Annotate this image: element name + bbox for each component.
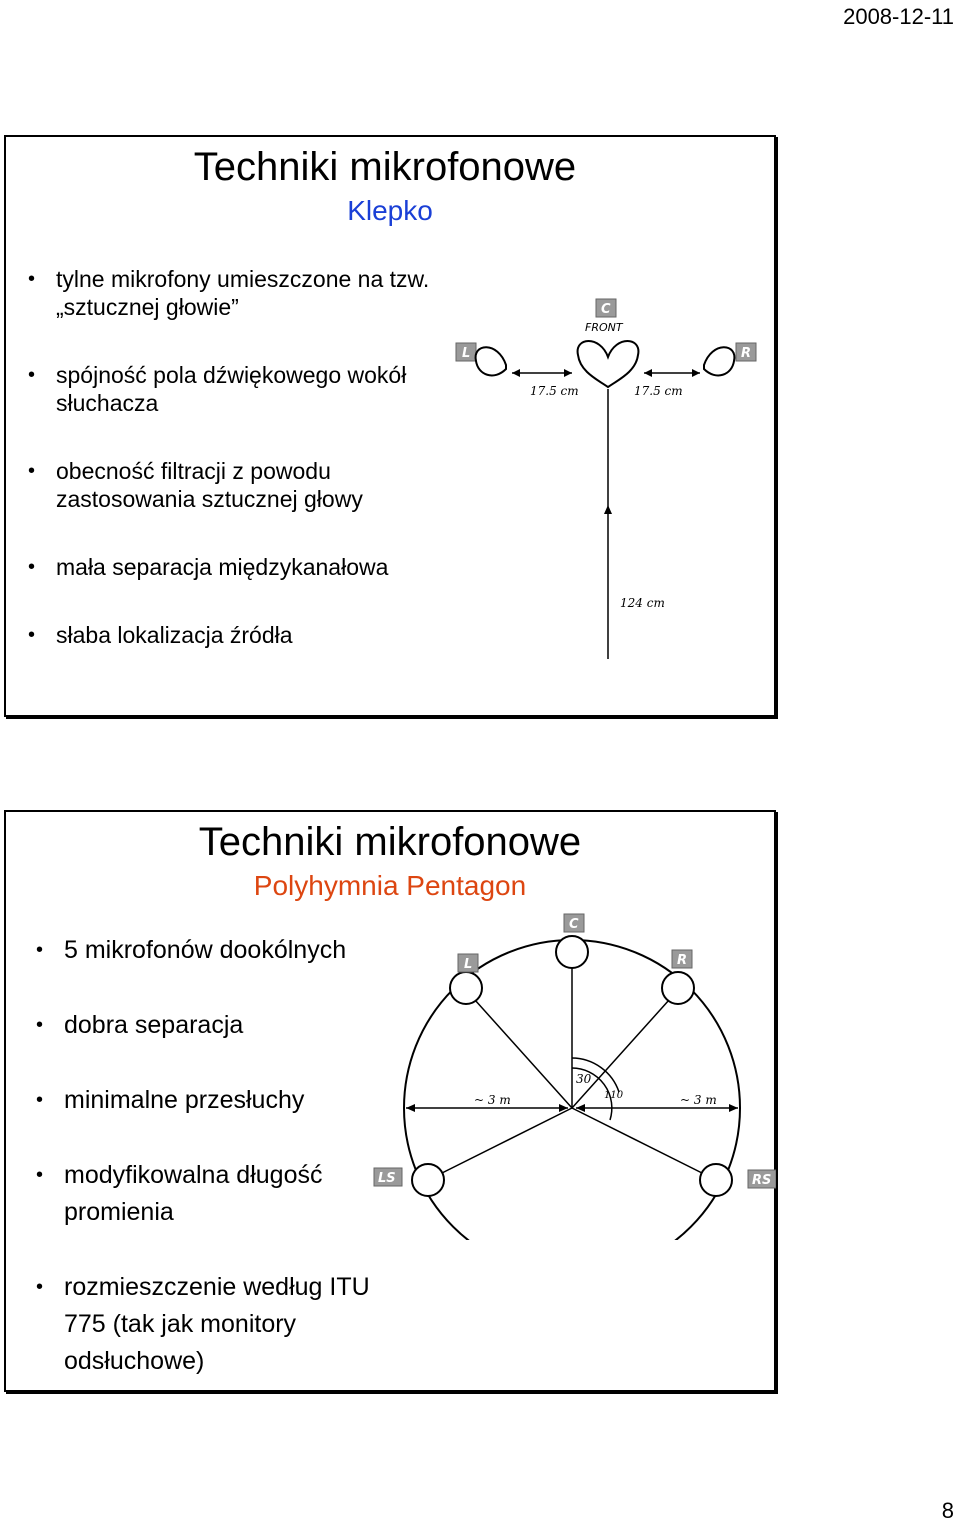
label-l-text: L: [464, 957, 472, 972]
bullet-list: tylne mikrofony umieszczone na tzw. „szt…: [28, 265, 458, 689]
page-number: 8: [941, 1498, 954, 1523]
bullet-item: modyfikowalna długość promienia: [36, 1157, 416, 1231]
label-l: L: [457, 953, 479, 973]
dim-left-text: 17.5 cm: [530, 384, 579, 398]
bullet-item: 5 mikrofonów dookólnych: [36, 932, 416, 969]
angle-rear-text: 110: [604, 1090, 624, 1101]
slide-title: Techniki mikrofonowe: [198, 820, 582, 864]
dimension-right-radius: ~ 3 m: [576, 1093, 738, 1112]
label-ls: LS: [373, 1167, 403, 1187]
mic-l-circle: [449, 971, 483, 1005]
spokes: [427, 956, 717, 1181]
angle-arc-30: [571, 1057, 620, 1093]
header-date: 2008-12-11: [843, 4, 954, 29]
label-rs: RS: [747, 1169, 776, 1189]
label-r-text: R: [677, 953, 687, 968]
front-label: FRONT: [585, 321, 624, 334]
label-r-text: R: [741, 346, 751, 361]
slide-klepko: Techniki mikrofonowe Klepko tylne mikrof…: [4, 135, 776, 717]
slide-subtitle: Klepko: [347, 195, 433, 226]
mic-c-circle: [555, 935, 589, 969]
label-c: C: [563, 913, 585, 933]
klepko-diagram: C FRONT L R 17.5 cm 17.5 cm: [455, 298, 757, 659]
label-c-text: C: [569, 917, 579, 932]
label-c: C: [595, 298, 617, 318]
bullet-item: spójność pola dźwiękowego wokół słuchacz…: [28, 361, 458, 417]
label-r: R: [671, 949, 693, 969]
dim-left-text: ~ 3 m: [474, 1093, 511, 1107]
mic-r-circle: [661, 971, 695, 1005]
dimension-depth: 124 cm: [604, 389, 665, 659]
bullet-item: rozmieszczenie według ITU 775 (tak jak m…: [36, 1269, 416, 1380]
mic-c-cardioid: [576, 340, 640, 389]
bullet-item: dobra separacja: [36, 1007, 416, 1044]
dimension-left: 17.5 cm: [512, 369, 579, 398]
label-c-text: C: [601, 302, 611, 317]
slide-subtitle: Polyhymnia Pentagon: [253, 870, 527, 901]
pentagon-diagram: 30 110 ~ 3 m ~ 3 m C L R: [373, 913, 776, 1240]
bullet-item: obecność filtracji z powodu zastosowania…: [28, 457, 458, 513]
bullet-item: słaba lokalizacja źródła: [28, 621, 458, 649]
dimension-left-radius: ~ 3 m: [406, 1093, 568, 1112]
label-r: R: [735, 342, 757, 362]
slide-polyhymnia-pentagon: Techniki mikrofonowe Polyhymnia Pentagon…: [4, 810, 776, 1392]
bullet-item: minimalne przesłuchy: [36, 1082, 416, 1119]
slide-title: Techniki mikrofonowe: [193, 145, 577, 189]
dim-depth-text: 124 cm: [620, 596, 665, 610]
mic-ls-circle: [411, 1163, 445, 1197]
label-rs-text: RS: [752, 1173, 771, 1188]
angle-arc-110: [571, 1067, 613, 1121]
dim-right-text: ~ 3 m: [680, 1093, 717, 1107]
bullet-item: mała separacja międzykanałowa: [28, 553, 458, 581]
bullet-list: 5 mikrofonów dookólnych dobra separacja …: [36, 932, 416, 1418]
label-l: L: [455, 342, 477, 362]
mic-rs-circle: [699, 1163, 733, 1197]
bullet-item: tylne mikrofony umieszczone na tzw. „szt…: [28, 265, 458, 321]
label-l-text: L: [462, 346, 470, 361]
label-ls-text: LS: [378, 1171, 396, 1186]
mic-r-cardioid: [703, 346, 736, 377]
mic-l-cardioid: [474, 346, 507, 377]
dim-right-text: 17.5 cm: [634, 384, 683, 398]
dimension-right: 17.5 cm: [634, 369, 700, 398]
angle-front-text: 30: [576, 1072, 592, 1086]
